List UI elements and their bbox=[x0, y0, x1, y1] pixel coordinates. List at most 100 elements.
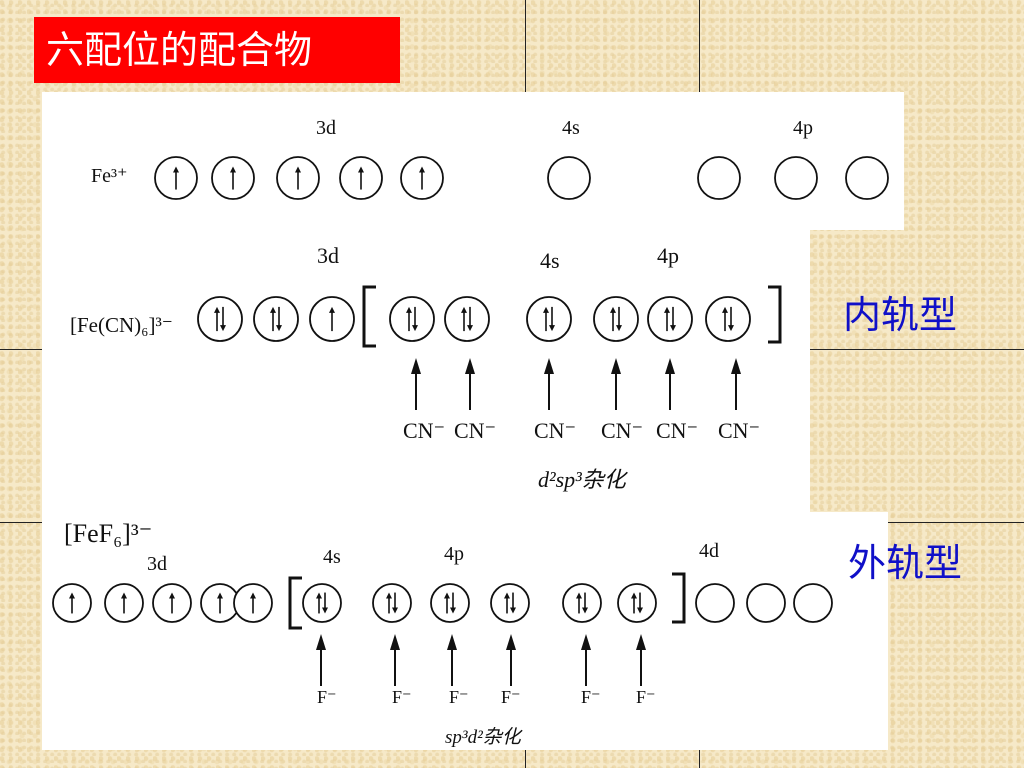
orbital-circle bbox=[562, 583, 602, 623]
ligand-label: CN⁻ bbox=[534, 418, 577, 443]
fe3-ion-label: Fe³⁺ bbox=[91, 165, 128, 187]
electron-up-arrow-head bbox=[722, 306, 728, 313]
slide-title: 六配位的配合物 bbox=[34, 17, 400, 83]
electron-down-arrow-head bbox=[616, 325, 622, 332]
electron-down-arrow-head bbox=[322, 607, 328, 614]
electron-up-arrow-head bbox=[295, 166, 301, 173]
electron-up-arrow-head bbox=[406, 306, 412, 313]
orbital-label-4d: 4d bbox=[699, 540, 719, 562]
ligand-donation-arrow-head bbox=[447, 634, 457, 650]
electron-up-arrow-head bbox=[214, 306, 220, 313]
orbital-circle bbox=[389, 296, 435, 342]
ligand-label: CN⁻ bbox=[403, 418, 446, 443]
ligand-label: F⁻ bbox=[636, 687, 656, 707]
ligand-donation-arrow-head bbox=[581, 634, 591, 650]
ligand-label: F⁻ bbox=[317, 687, 337, 707]
orbital-circle bbox=[547, 156, 591, 200]
electron-up-arrow-head bbox=[576, 592, 582, 599]
outer-orbital-type-label: 外轨型 bbox=[848, 541, 963, 585]
fecn6-ion-label: [Fe(CN)₆]³⁻ bbox=[70, 313, 173, 337]
electron-up-arrow-head bbox=[504, 592, 510, 599]
orbital-circle bbox=[526, 296, 572, 342]
orbital-circle bbox=[697, 156, 741, 200]
electron-up-arrow-head bbox=[169, 592, 175, 599]
electron-up-arrow-head bbox=[121, 592, 127, 599]
orbital-circle bbox=[617, 583, 657, 623]
orbital-label-3d: 3d bbox=[316, 117, 336, 139]
panel-fecn6 bbox=[42, 230, 810, 512]
ligand-donation-arrow-head bbox=[316, 634, 326, 650]
orbital-label-4s: 4s bbox=[323, 546, 341, 568]
hybridization-label: sp³d²杂化 bbox=[445, 727, 521, 748]
electron-up-arrow-head bbox=[386, 592, 392, 599]
electron-up-arrow-head bbox=[444, 592, 450, 599]
ligand-donation-arrow-head bbox=[731, 358, 741, 374]
orbital-label-4s: 4s bbox=[562, 117, 580, 139]
orbital-circle bbox=[372, 583, 412, 623]
ligand-label: CN⁻ bbox=[454, 418, 497, 443]
electron-down-arrow-head bbox=[220, 325, 226, 332]
electron-down-arrow-head bbox=[392, 607, 398, 614]
orbital-circle bbox=[593, 296, 639, 342]
orbital-circle bbox=[647, 296, 693, 342]
ligand-donation-arrow-head bbox=[411, 358, 421, 374]
orbital-circle bbox=[845, 156, 889, 200]
ligand-donation-arrow-head bbox=[390, 634, 400, 650]
electron-up-arrow-head bbox=[69, 592, 75, 599]
panel-fef6 bbox=[42, 512, 888, 750]
ligand-label: F⁻ bbox=[581, 687, 601, 707]
orbital-circle bbox=[253, 296, 299, 342]
orbital-label-3d: 3d bbox=[317, 243, 339, 268]
orbital-circle bbox=[444, 296, 490, 342]
electron-down-arrow-head bbox=[637, 607, 643, 614]
electron-down-arrow-head bbox=[549, 325, 555, 332]
electron-up-arrow-head bbox=[329, 306, 335, 313]
ligand-donation-arrow-head bbox=[506, 634, 516, 650]
hybrid-bracket bbox=[768, 285, 782, 344]
orbital-circle bbox=[774, 156, 818, 200]
electron-up-arrow-head bbox=[543, 306, 549, 313]
orbital-label-3d: 3d bbox=[147, 553, 167, 575]
orbital-circle bbox=[705, 296, 751, 342]
ligand-label: F⁻ bbox=[501, 687, 521, 707]
electron-up-arrow-head bbox=[358, 166, 364, 173]
electron-down-arrow-head bbox=[467, 325, 473, 332]
ligand-donation-arrow-head bbox=[611, 358, 621, 374]
orbital-label-4p: 4p bbox=[793, 117, 813, 139]
electron-down-arrow-head bbox=[670, 325, 676, 332]
electron-up-arrow-head bbox=[419, 166, 425, 173]
hybrid-bracket bbox=[362, 285, 376, 348]
ligand-label: F⁻ bbox=[449, 687, 469, 707]
ligand-label: F⁻ bbox=[392, 687, 412, 707]
electron-down-arrow-head bbox=[582, 607, 588, 614]
electron-down-arrow-head bbox=[728, 325, 734, 332]
orbital-circle bbox=[490, 583, 530, 623]
inner-orbital-type-label: 内轨型 bbox=[843, 293, 958, 337]
hybridization-label: d²sp³杂化 bbox=[538, 467, 626, 492]
electron-up-arrow-head bbox=[664, 306, 670, 313]
orbital-circle bbox=[746, 583, 786, 623]
orbital-circle bbox=[430, 583, 470, 623]
electron-down-arrow-head bbox=[412, 325, 418, 332]
fef6-ion-label: [FeF₆]³⁻ bbox=[64, 519, 153, 548]
electron-up-arrow-head bbox=[250, 592, 256, 599]
hybrid-bracket bbox=[672, 572, 686, 624]
electron-down-arrow-head bbox=[510, 607, 516, 614]
electron-up-arrow-head bbox=[631, 592, 637, 599]
orbital-label-4p: 4p bbox=[444, 543, 464, 565]
ligand-label: CN⁻ bbox=[718, 418, 761, 443]
orbital-label-4s: 4s bbox=[540, 248, 560, 273]
electron-down-arrow-head bbox=[450, 607, 456, 614]
electron-up-arrow-head bbox=[461, 306, 467, 313]
orbital-circle bbox=[695, 583, 735, 623]
electron-up-arrow-head bbox=[270, 306, 276, 313]
electron-up-arrow-head bbox=[173, 166, 179, 173]
ligand-donation-arrow-head bbox=[465, 358, 475, 374]
ligand-donation-arrow-head bbox=[636, 634, 646, 650]
electron-up-arrow-head bbox=[230, 166, 236, 173]
orbital-circle bbox=[197, 296, 243, 342]
orbital-circle bbox=[793, 583, 833, 623]
electron-up-arrow-head bbox=[610, 306, 616, 313]
ligand-donation-arrow-head bbox=[544, 358, 554, 374]
